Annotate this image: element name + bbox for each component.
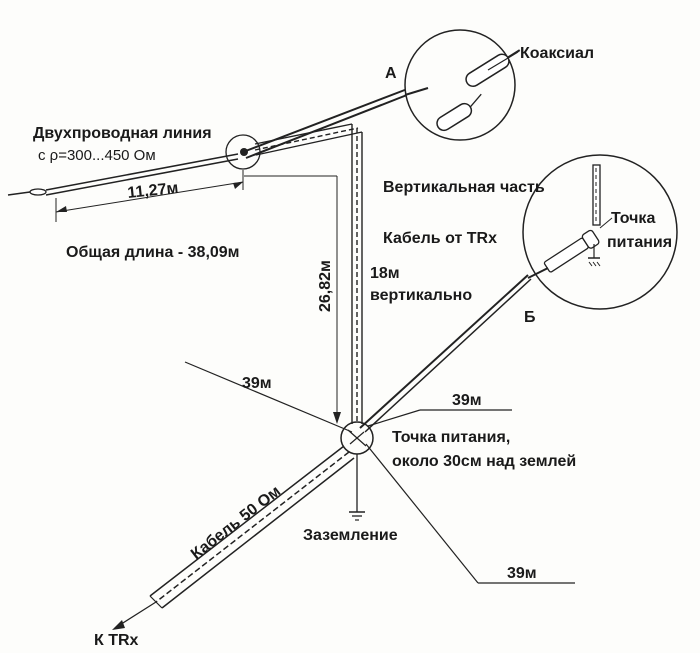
label-coax: Коаксиал [520, 45, 594, 62]
inset-coax-detail [404, 29, 521, 141]
label-radial-bottom: 39м [507, 565, 537, 582]
inclined-wire [242, 87, 413, 159]
label-ground: Заземление [303, 527, 398, 544]
wire-to-b [359, 274, 532, 433]
label-impedance: с ρ=300...450 Ом [38, 147, 156, 164]
radials [184, 361, 575, 584]
label-point-b: Б [524, 309, 536, 326]
label-to-trx: К TRx [94, 632, 139, 649]
label-length-wire: 26,82м [317, 260, 334, 312]
label-feed-inset-1: Точка [611, 210, 655, 227]
dimension-11-27 [55, 170, 244, 222]
twin-lead-to-vertical [254, 123, 363, 424]
label-radial-right: 39м [452, 392, 482, 409]
label-feed-point-1: Точка питания, [392, 429, 510, 446]
horizontal-twin-lead [7, 134, 261, 196]
label-feed-inset-2: питания [607, 234, 672, 251]
dimension-26-82 [244, 175, 341, 424]
label-twin-line: Двухпроводная линия [33, 125, 212, 142]
base-feed-point [340, 421, 374, 455]
label-vertical-word: вертикально [370, 287, 472, 304]
label-radial-left: 39м [242, 375, 272, 392]
label-vertical-18: 18м [370, 265, 400, 282]
inset-feedpoint-detail [522, 154, 678, 310]
label-total-length: Общая длина - 38,09м [66, 244, 240, 261]
label-length-horizontal: 11,27м [127, 180, 179, 202]
ground-symbol [349, 454, 365, 521]
label-feed-point-2: около 30см над землей [392, 453, 576, 470]
label-cable-from-trx: Кабель от TRx [383, 230, 497, 247]
label-vertical-part: Вертикальная часть [383, 179, 545, 196]
coax-cable [112, 445, 355, 630]
label-point-a: А [385, 65, 397, 82]
